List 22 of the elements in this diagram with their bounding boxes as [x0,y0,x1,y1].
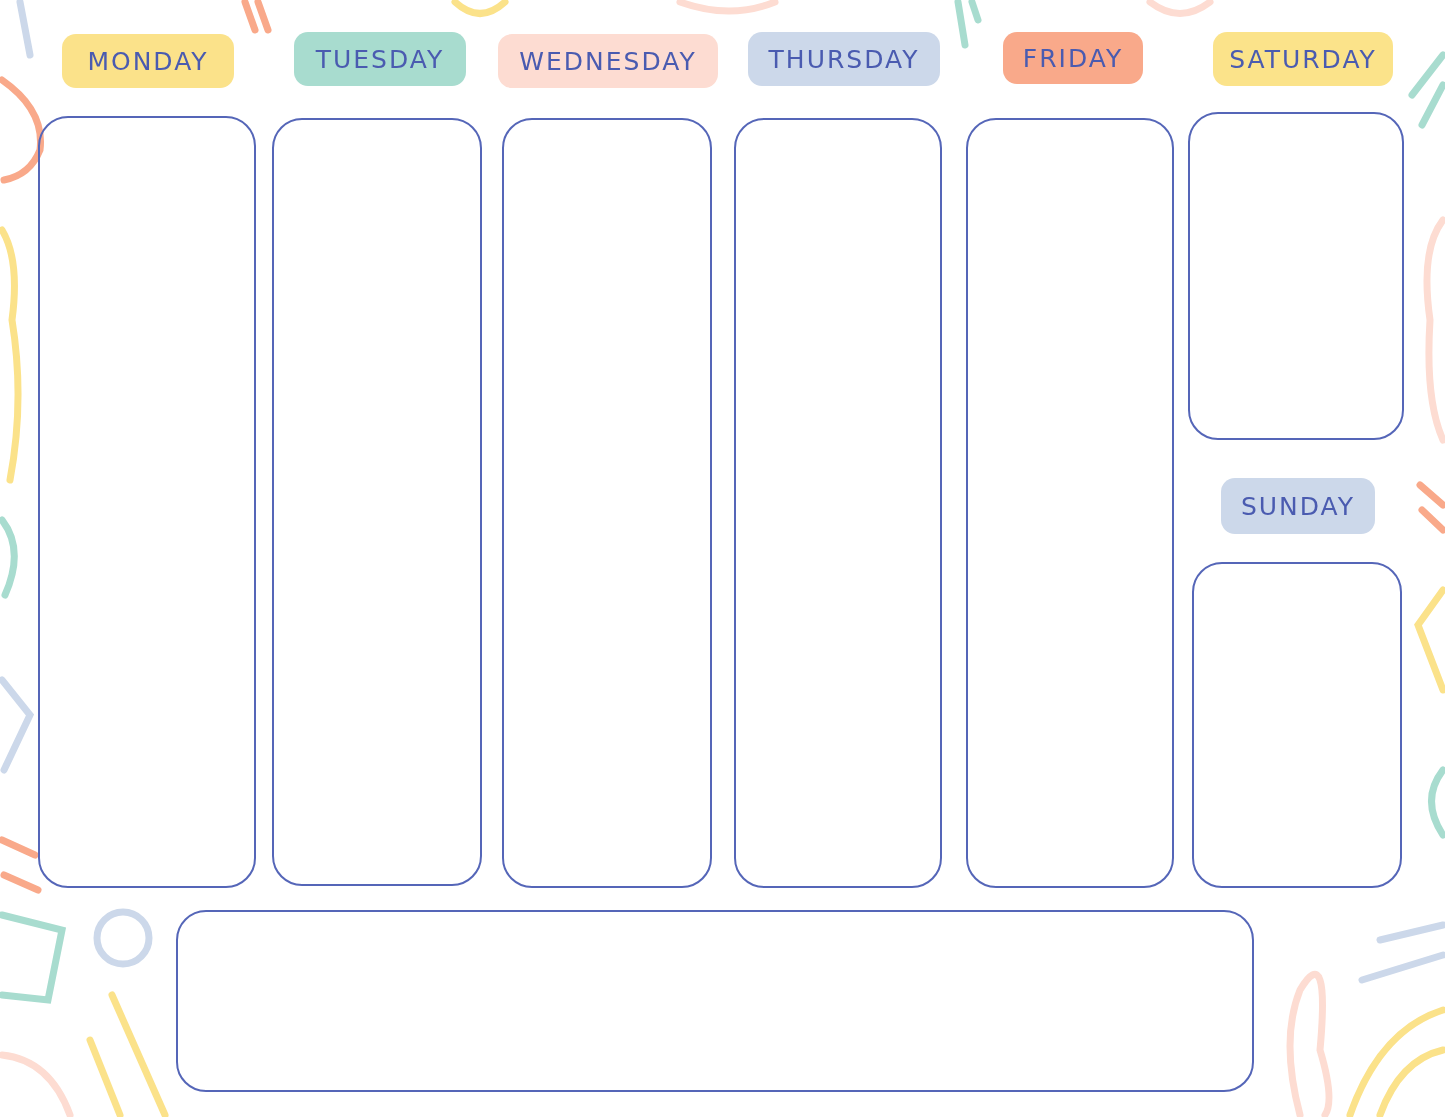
day-tag [1221,478,1375,534]
planner-box [502,118,712,888]
planner-box [1192,562,1402,888]
day-tag [62,34,234,88]
day-tag [1003,32,1143,84]
planner-box [38,116,256,888]
planner-box [966,118,1174,888]
day-tag [498,34,718,88]
day-tag [748,32,940,86]
day-name: SUNDAY [1240,491,1356,521]
planner-box [734,118,942,888]
day-name: SATURDAY [1229,44,1377,74]
day-name: TUESDAY [315,44,445,74]
planner-box [272,118,482,886]
day-name: THURSDAY [768,44,920,74]
planner-box [1188,112,1404,440]
day-tag [294,32,466,86]
day-name: FRIDAY [1022,43,1124,73]
day-tag [1213,32,1393,86]
planner-box [176,910,1254,1092]
day-name: MONDAY [87,46,209,76]
day-name: WEDNESDAY [519,46,697,76]
